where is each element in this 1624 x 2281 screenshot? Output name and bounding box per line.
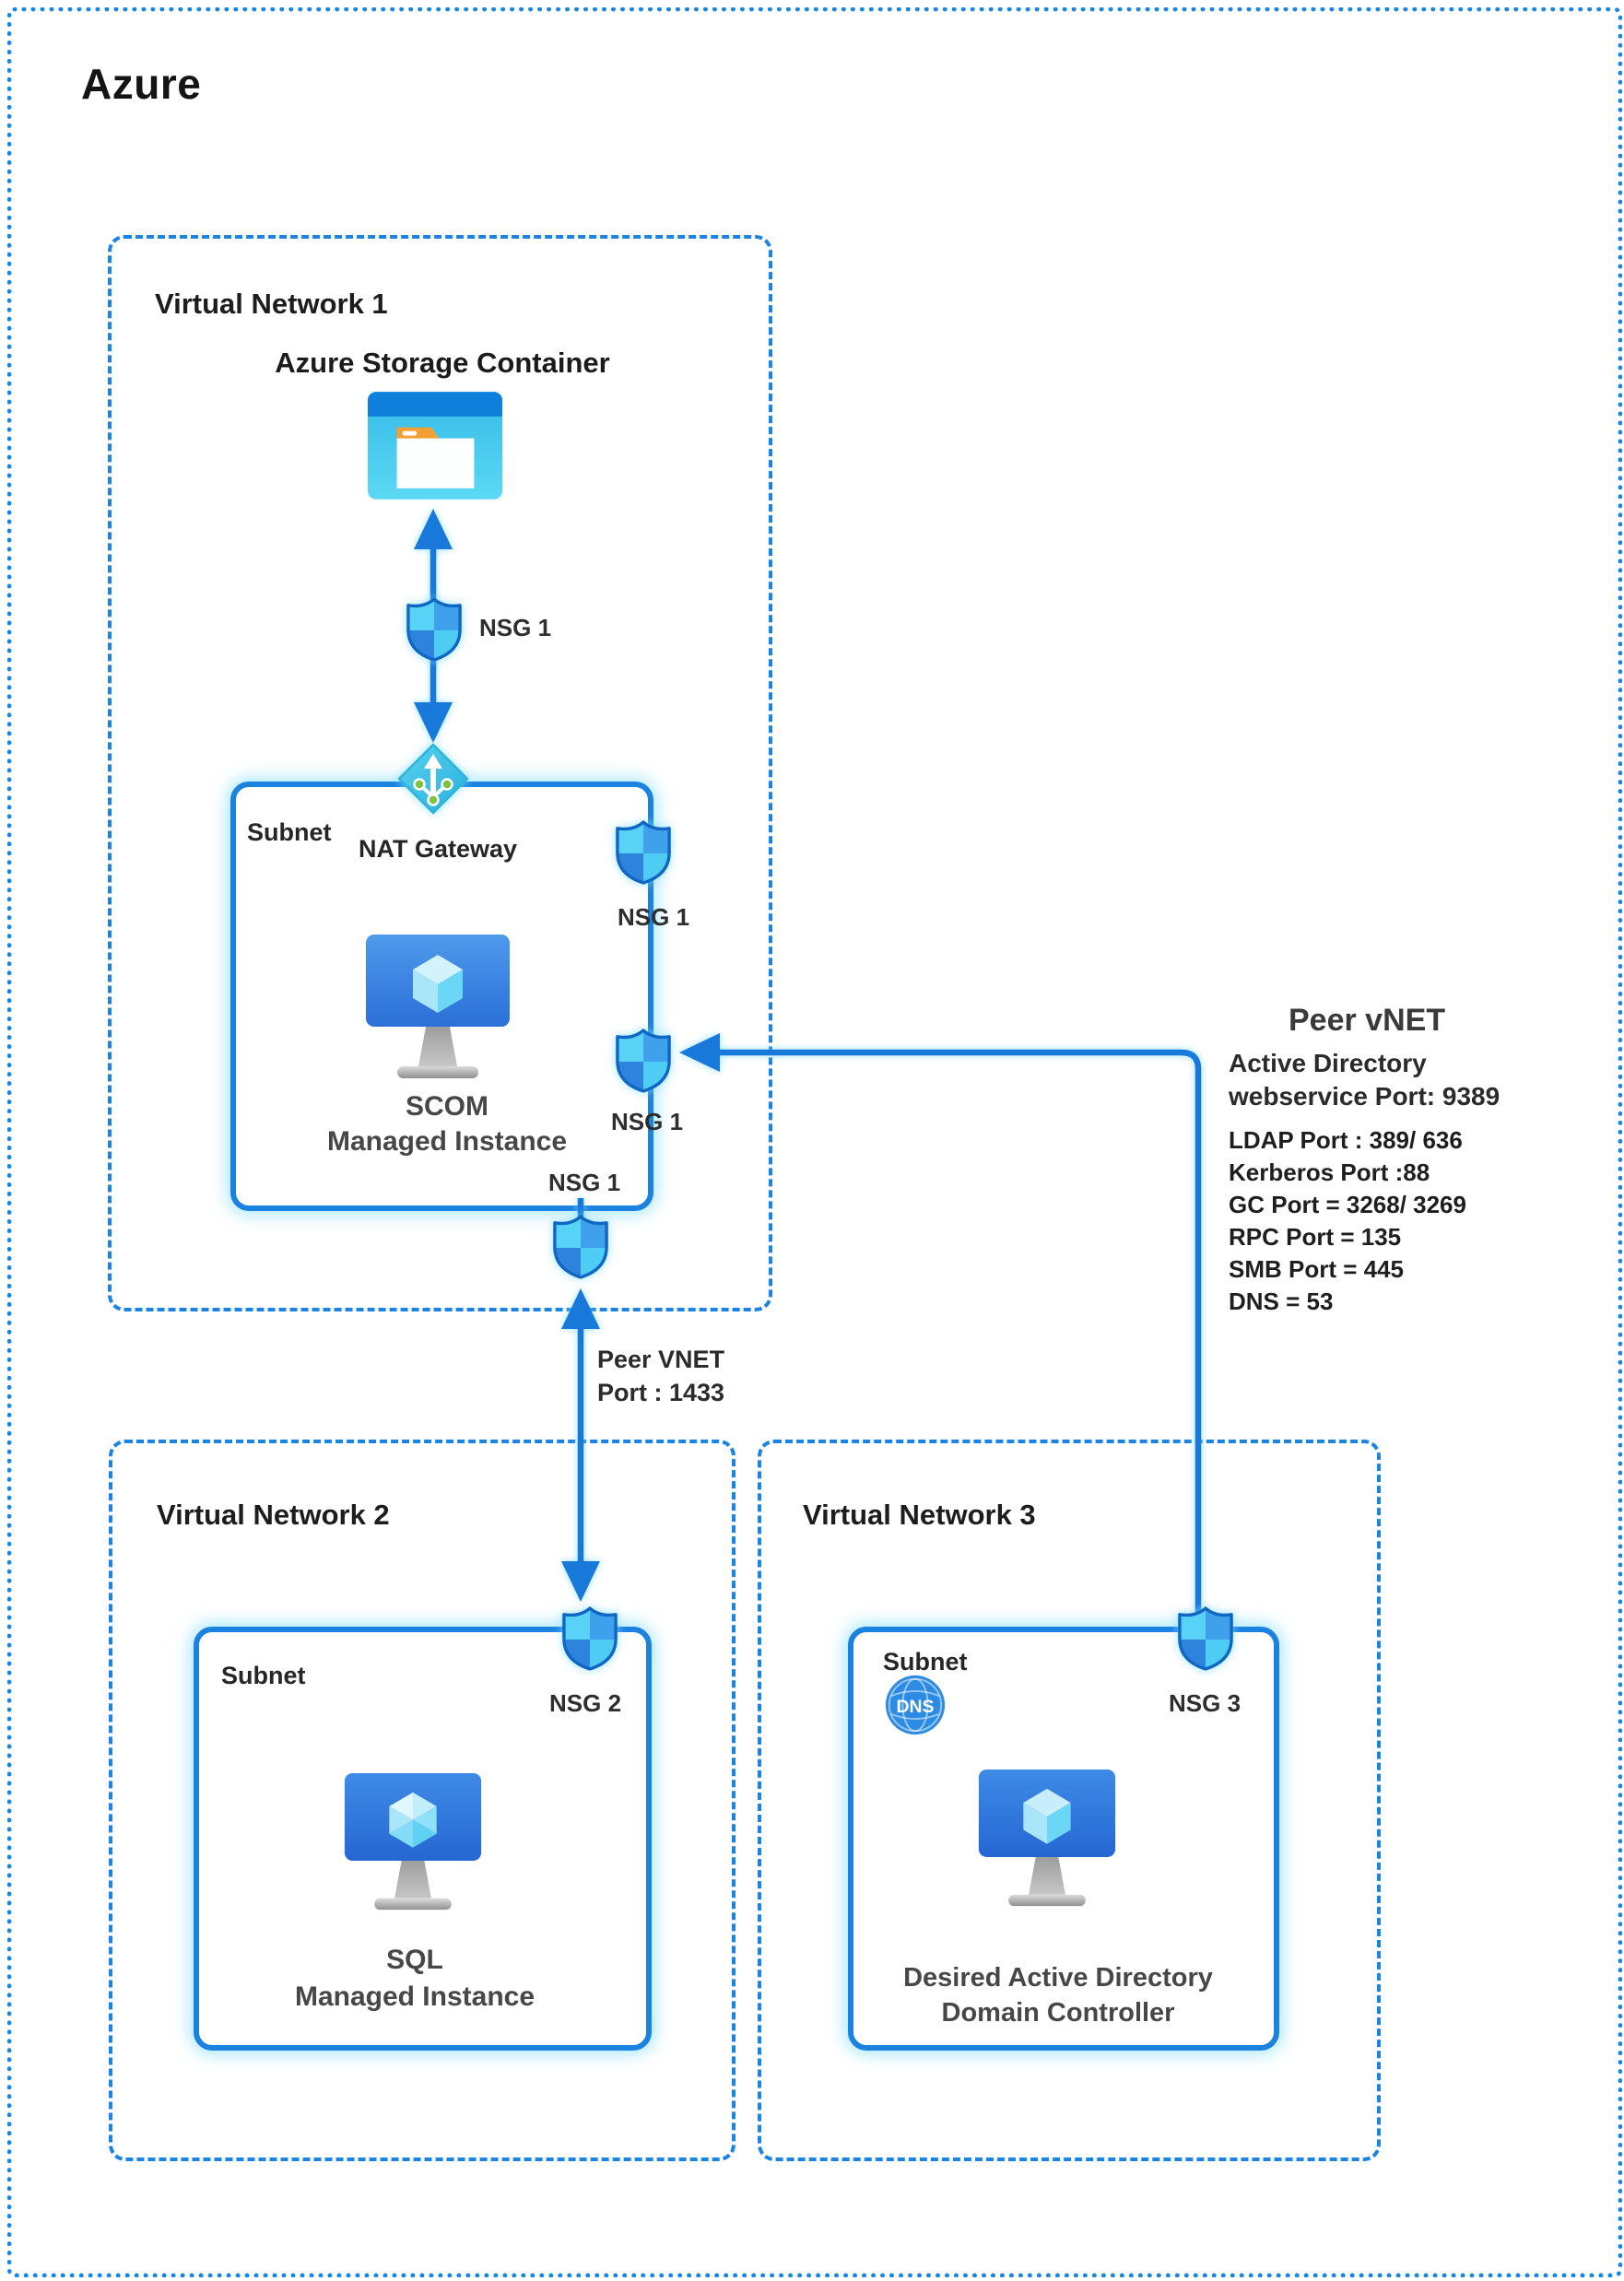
vnet1-subnet-label: Subnet [247, 818, 332, 846]
page-title: Azure [81, 60, 202, 108]
nsg1-label-bottom: NSG 1 [548, 1169, 621, 1196]
nsg3-label: NSG 3 [1169, 1689, 1242, 1717]
azure-boundary-border [7, 7, 1622, 2277]
scom-caption-line1: SCOM [406, 1091, 488, 1122]
nsg1-shield-storage [406, 597, 462, 662]
ad-vm-icon [978, 1769, 1116, 1907]
sql-vm-icon [344, 1772, 482, 1911]
folder-body [396, 438, 475, 488]
vnet1-label: Virtual Network 1 [155, 288, 388, 320]
peer-note-port-kerberos: Kerberos Port :88 [1229, 1158, 1430, 1186]
nsg2-label: NSG 2 [549, 1689, 622, 1717]
dns-icon-text: DNS [896, 1697, 934, 1717]
peer-note-title: Peer vNET [1289, 1003, 1446, 1038]
dns-icon: DNS [885, 1675, 946, 1735]
nsg1-shield-right-top [616, 820, 671, 885]
vnet1-box [108, 235, 772, 1311]
sql-caption-line1: SQL [386, 1945, 443, 1975]
peer-note-port-dns: DNS = 53 [1229, 1287, 1334, 1315]
vnet3-subnet-label: Subnet [883, 1648, 968, 1675]
storage-container-icon [367, 392, 503, 500]
nsg1-shield-bottom [553, 1215, 608, 1279]
vnet2-subnet-label: Subnet [221, 1662, 306, 1689]
vnet2-label: Virtual Network 2 [157, 1499, 390, 1531]
peer-note-subtitle1: Active Directory [1229, 1049, 1427, 1077]
storage-container-label: Azure Storage Container [275, 347, 610, 379]
ad-caption-line2: Domain Controller [941, 1998, 1175, 2028]
vnet3-label: Virtual Network 3 [803, 1499, 1036, 1531]
nsg3-shield [1178, 1606, 1233, 1671]
peer-note-port-ldap: LDAP Port : 389/ 636 [1229, 1126, 1463, 1154]
vnet2-box [109, 1440, 736, 2161]
scom-vm-icon [366, 935, 510, 1078]
nsg2-shield [562, 1606, 618, 1671]
folder-tab [396, 427, 440, 440]
peer-vnet-1433-line1: Peer VNET [597, 1346, 725, 1373]
nsg1-label-right-middle: NSG 1 [611, 1108, 684, 1135]
nsg1-label-storage: NSG 1 [479, 614, 552, 641]
nsg1-shield-right-middle [616, 1029, 671, 1093]
nat-gateway-label: NAT Gateway [358, 835, 518, 863]
peer-vnet-1433-line2: Port : 1433 [597, 1379, 725, 1406]
sql-caption-line2: Managed Instance [294, 1981, 535, 2012]
scom-caption-line2: Managed Instance [326, 1126, 568, 1157]
nat-gateway-icon [397, 743, 469, 815]
peer-note-port-rpc: RPC Port = 135 [1229, 1223, 1402, 1251]
ad-caption-line1: Desired Active Directory [903, 1963, 1213, 1993]
peer-note-port-smb: SMB Port = 445 [1229, 1255, 1405, 1283]
peer-note-port-gc: GC Port = 3268/ 3269 [1229, 1191, 1466, 1218]
peer-note-subtitle2: webservice Port: 9389 [1229, 1082, 1500, 1111]
nsg1-label-right-top: NSG 1 [618, 903, 690, 931]
